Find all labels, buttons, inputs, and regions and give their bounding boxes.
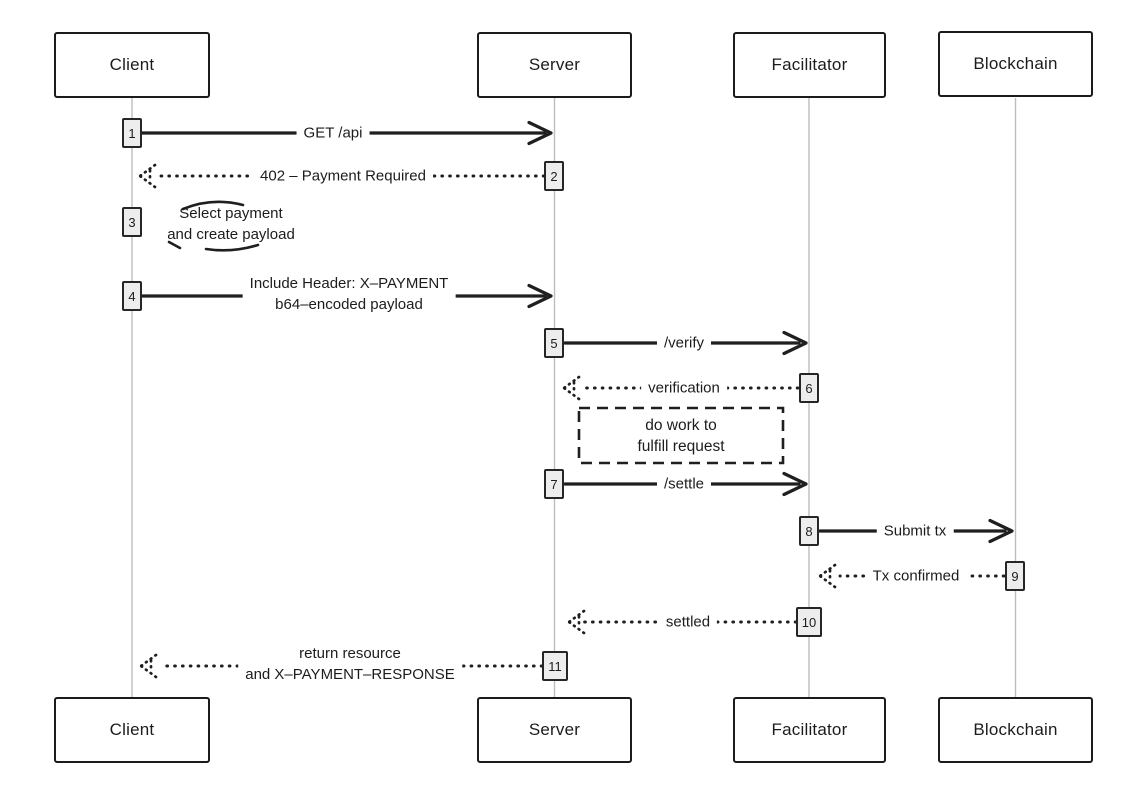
participant-facilitator-bottom: Facilitator bbox=[733, 697, 886, 763]
message-2-label: 402 – Payment Required bbox=[253, 165, 433, 187]
arrowhead bbox=[527, 120, 553, 146]
step-10-badge: 10 bbox=[796, 607, 822, 637]
message-1-label: GET /api bbox=[296, 122, 370, 144]
step-9-badge: 9 bbox=[1005, 561, 1025, 591]
message-10-arrowhead bbox=[567, 609, 586, 635]
note-line2: fulfill request bbox=[637, 437, 725, 455]
message-3-label: Select payment and create payload bbox=[160, 203, 302, 245]
message-5-label: /verify bbox=[656, 332, 712, 354]
step-8-badge: 8 bbox=[799, 516, 819, 546]
message-8-label: Submit tx bbox=[876, 520, 954, 542]
step-4-badge: 4 bbox=[122, 281, 142, 311]
arrowhead bbox=[527, 283, 553, 309]
message-11-label: return resource and X–PAYMENT–RESPONSE bbox=[238, 643, 462, 685]
message-7-label: /settle bbox=[656, 473, 712, 495]
participant-client-bottom: Client bbox=[54, 697, 210, 763]
step-7-badge: 7 bbox=[544, 469, 564, 499]
message-9-label: Tx confirmed bbox=[865, 565, 967, 587]
participant-server-bottom: Server bbox=[477, 697, 632, 763]
message-11-arrowhead bbox=[139, 653, 158, 679]
lifelines bbox=[131, 98, 1017, 697]
message-6-arrowhead bbox=[562, 375, 581, 401]
message-4-label-line2: b64–encoded payload bbox=[275, 296, 423, 313]
message-3-loop-sketch bbox=[167, 200, 260, 252]
step-5-badge: 5 bbox=[544, 328, 564, 358]
step-3-badge: 3 bbox=[122, 207, 142, 237]
note-box bbox=[577, 406, 785, 465]
note-line1: do work to bbox=[645, 416, 717, 434]
participant-blockchain-top: Blockchain bbox=[938, 31, 1093, 97]
message-2-arrowhead bbox=[138, 163, 157, 189]
message-11-label-line2: and X–PAYMENT–RESPONSE bbox=[245, 666, 455, 683]
arrowhead bbox=[988, 518, 1014, 544]
message-11-label-line1: return resource bbox=[299, 645, 401, 662]
message-3-label-line1: Select payment bbox=[179, 205, 283, 222]
message-3-label-line2: and create payload bbox=[167, 226, 295, 243]
participant-facilitator-top: Facilitator bbox=[733, 32, 886, 98]
step-6-badge: 6 bbox=[799, 373, 819, 403]
message-6-label: verification bbox=[641, 377, 727, 399]
participant-blockchain-bottom: Blockchain bbox=[938, 697, 1093, 763]
step-1-badge: 1 bbox=[122, 118, 142, 148]
note-text: do work to fulfill request bbox=[579, 408, 783, 463]
step-2-badge: 2 bbox=[544, 161, 564, 191]
participant-server-top: Server bbox=[477, 32, 632, 98]
step-11-badge: 11 bbox=[542, 651, 568, 681]
participant-client-top: Client bbox=[54, 32, 210, 98]
message-4-label: Include Header: X–PAYMENT b64–encoded pa… bbox=[242, 273, 456, 315]
message-10-label: settled bbox=[658, 611, 718, 633]
arrowhead bbox=[782, 330, 808, 356]
message-9-arrowhead bbox=[818, 563, 837, 589]
arrowhead bbox=[782, 471, 808, 497]
message-4-label-line1: Include Header: X–PAYMENT bbox=[249, 275, 449, 292]
